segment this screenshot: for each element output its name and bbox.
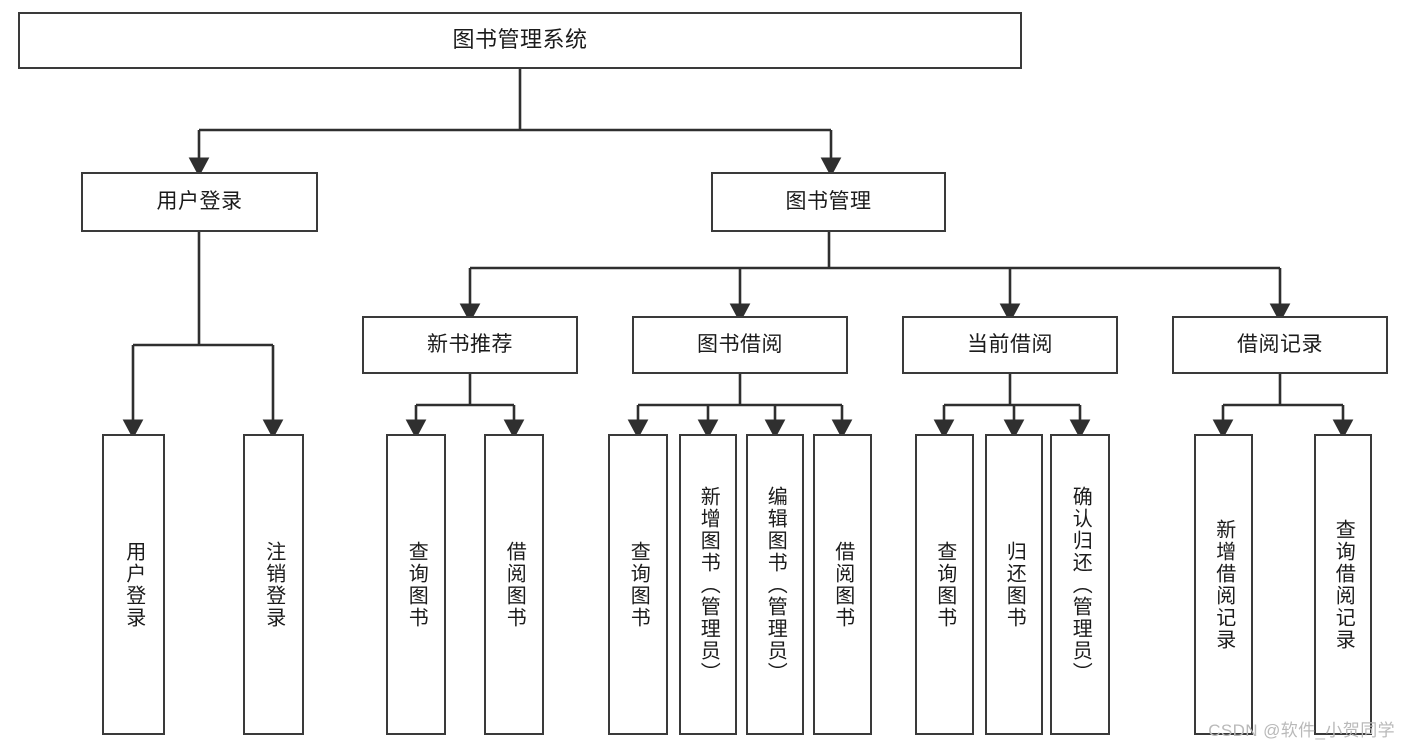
node-root-system[interactable]: 图书管理系统 <box>18 12 1022 69</box>
node-label: 查询图书 <box>627 540 650 629</box>
node-label: 用户登录 <box>156 190 243 214</box>
node-label: 编辑图书（管理员） <box>764 485 787 684</box>
node-leaf-confirm-return-admin[interactable]: 确认归还（管理员） <box>1050 434 1110 735</box>
node-leaf-query-borrow-record[interactable]: 查询借阅记录 <box>1314 434 1372 735</box>
node-label: 借阅图书 <box>503 540 526 629</box>
node-label: 新增图书（管理员） <box>697 485 720 684</box>
node-label: 归还图书 <box>1003 540 1026 629</box>
node-label: 图书管理 <box>785 190 872 214</box>
node-submodule-book-borrow[interactable]: 图书借阅 <box>632 316 848 374</box>
node-label: 图书管理系统 <box>452 27 588 53</box>
node-module-user-login[interactable]: 用户登录 <box>81 172 318 232</box>
node-label: 用户登录 <box>122 540 145 629</box>
node-submodule-borrow-record[interactable]: 借阅记录 <box>1172 316 1388 374</box>
node-leaf-add-book-admin[interactable]: 新增图书（管理员） <box>679 434 737 735</box>
node-label: 注销登录 <box>262 540 285 629</box>
node-leaf-edit-book-admin[interactable]: 编辑图书（管理员） <box>746 434 804 735</box>
node-label: 图书借阅 <box>697 333 783 357</box>
node-label: 新书推荐 <box>427 333 513 357</box>
node-leaf-query-book-borrow[interactable]: 查询图书 <box>608 434 668 735</box>
node-leaf-add-borrow-record[interactable]: 新增借阅记录 <box>1194 434 1253 735</box>
node-leaf-logout[interactable]: 注销登录 <box>243 434 304 735</box>
csdn-watermark: CSDN @软件_小贺同学 <box>1208 721 1395 740</box>
node-leaf-borrow-book-recommend[interactable]: 借阅图书 <box>484 434 544 735</box>
node-label: 查询借阅记录 <box>1332 518 1355 651</box>
node-leaf-borrow-book[interactable]: 借阅图书 <box>813 434 872 735</box>
node-leaf-user-login[interactable]: 用户登录 <box>102 434 165 735</box>
node-leaf-query-book-current[interactable]: 查询图书 <box>915 434 974 735</box>
node-module-book-management[interactable]: 图书管理 <box>711 172 946 232</box>
node-label: 借阅图书 <box>831 540 854 629</box>
node-label: 当前借阅 <box>967 333 1053 357</box>
node-leaf-query-book-recommend[interactable]: 查询图书 <box>386 434 446 735</box>
node-submodule-new-book-recommend[interactable]: 新书推荐 <box>362 316 578 374</box>
node-leaf-return-book[interactable]: 归还图书 <box>985 434 1043 735</box>
node-submodule-current-borrow[interactable]: 当前借阅 <box>902 316 1118 374</box>
node-label: 借阅记录 <box>1237 333 1323 357</box>
node-label: 查询图书 <box>933 540 956 629</box>
node-label: 新增借阅记录 <box>1212 518 1235 651</box>
node-label: 查询图书 <box>405 540 428 629</box>
node-label: 确认归还（管理员） <box>1069 485 1092 684</box>
